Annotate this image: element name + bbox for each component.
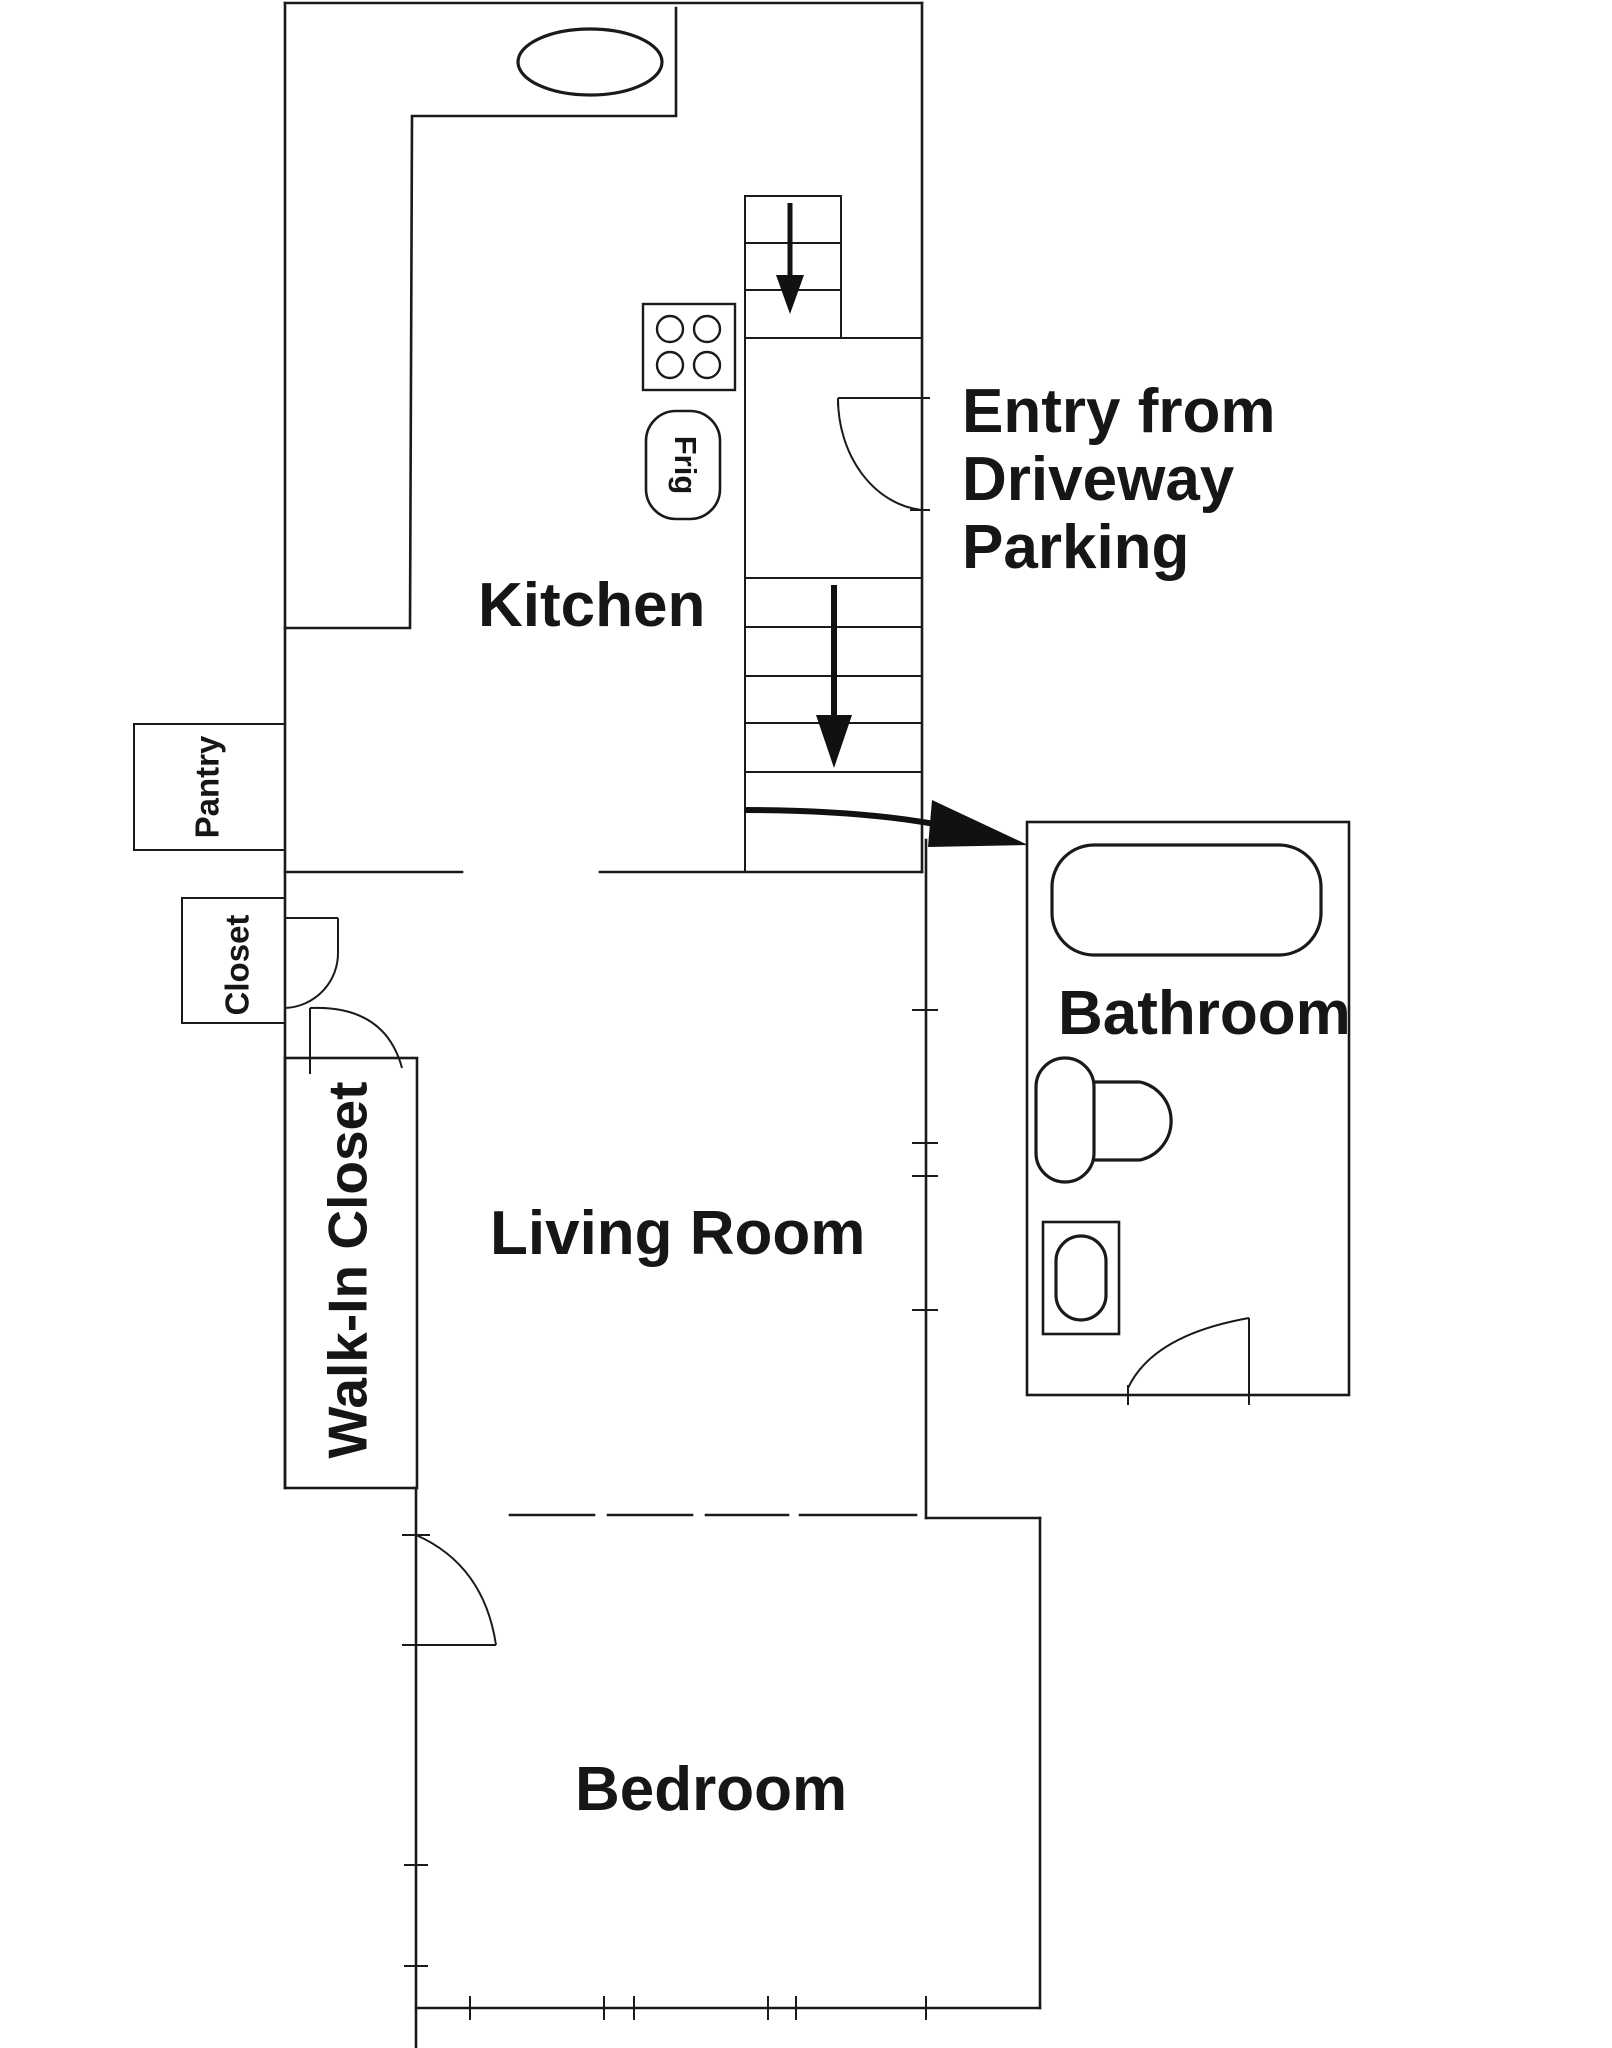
- walk-in-closet-outline: [283, 1056, 419, 1490]
- fridge-icon: [644, 409, 722, 521]
- fridge-label: Frig: [668, 436, 703, 495]
- closet-door-icon: [284, 917, 340, 1009]
- bathroom-sink-icon: [1041, 1220, 1121, 1336]
- kitchen-label: Kitchen: [478, 571, 705, 640]
- toilet-icon: [1034, 1056, 1173, 1184]
- sink-icon: [516, 27, 664, 97]
- bedroom-walls: [404, 1486, 1042, 2048]
- bathtub-icon: [1050, 843, 1323, 957]
- entry-label-line-3: Parking: [962, 513, 1189, 582]
- bathroom-outline: [1025, 820, 1351, 1397]
- pantry-label: Pantry: [189, 735, 226, 838]
- entry-label-line-1: Entry from: [962, 377, 1275, 446]
- closet-label: Closet: [219, 915, 256, 1016]
- entry-label: Entry from Driveway Parking: [962, 377, 1275, 582]
- walk-in-closet-label: Walk-In Closet: [317, 1082, 379, 1459]
- stove-icon: [641, 302, 737, 392]
- entry-label-line-2: Driveway: [962, 445, 1235, 514]
- entry-door-icon: [836, 397, 930, 511]
- lower-stairs-icon: [745, 577, 922, 773]
- living-room-walls: [912, 838, 938, 1520]
- walk-in-closet-door-icon: [309, 1006, 403, 1074]
- bathroom-door-icon: [1127, 1317, 1250, 1405]
- upper-stairs-icon: [744, 195, 842, 339]
- closet-outline: [181, 897, 286, 1024]
- bedroom-door-icon: [402, 1534, 497, 1646]
- bedroom-label: Bedroom: [575, 1755, 847, 1824]
- pantry-outline: [133, 723, 286, 851]
- path-arrow-icon: [744, 800, 1028, 847]
- living-room-label: Living Room: [490, 1199, 865, 1268]
- bathroom-label: Bathroom: [1058, 979, 1351, 1048]
